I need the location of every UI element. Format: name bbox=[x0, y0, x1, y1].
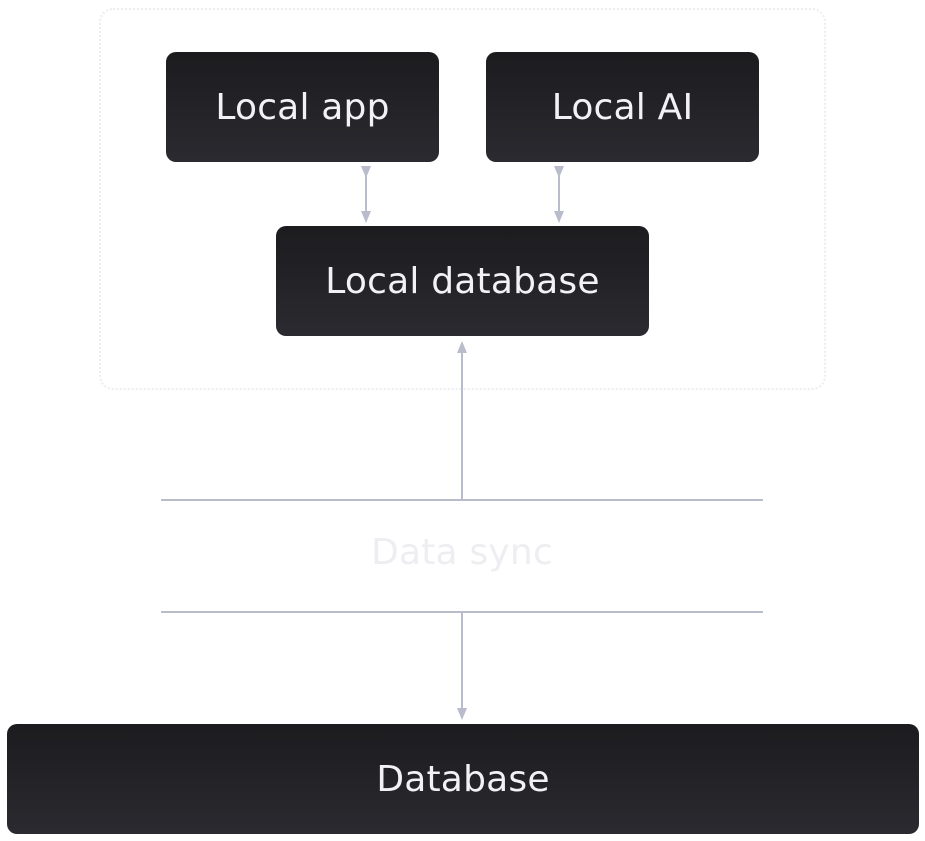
node-local-database-label: Local database bbox=[325, 260, 600, 302]
node-local-ai: Local AI bbox=[486, 52, 759, 162]
node-local-app-label: Local app bbox=[215, 86, 390, 128]
node-database-label: Database bbox=[376, 758, 550, 800]
node-local-app: Local app bbox=[166, 52, 439, 162]
node-local-ai-label: Local AI bbox=[551, 86, 694, 128]
node-local-database: Local database bbox=[276, 226, 649, 336]
data-sync-label: Data sync bbox=[371, 532, 553, 573]
node-database: Database bbox=[7, 724, 919, 834]
